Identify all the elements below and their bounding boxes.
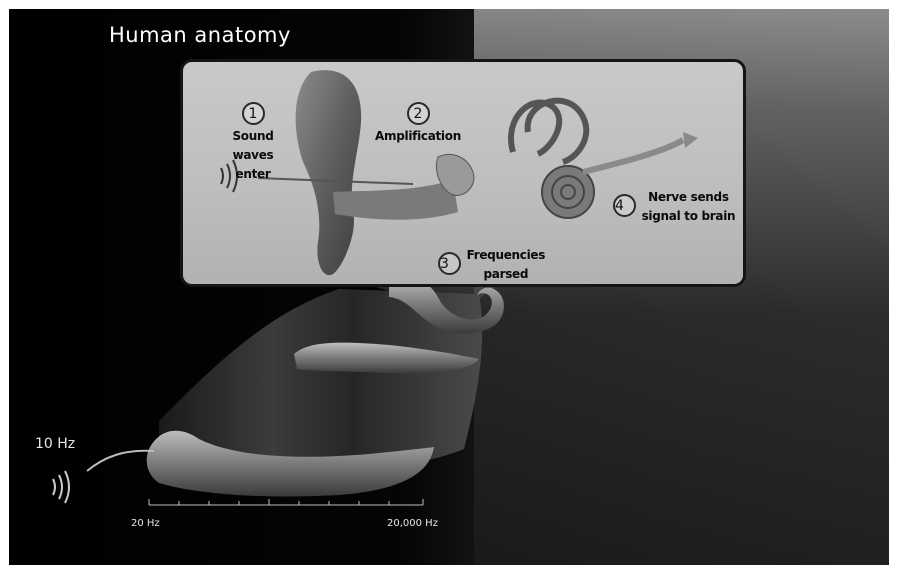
step-3-label-line1: Frequencies	[467, 248, 546, 262]
step-4-label-line2: signal to brain	[642, 209, 736, 223]
step-4-label-line1: Nerve sends	[648, 190, 729, 204]
step-3-label-line2: parsed	[483, 267, 528, 281]
step-2-label-line1: Amplification	[375, 129, 461, 143]
scale-min-label: 20 Hz	[131, 518, 160, 529]
auditory-nerve	[583, 140, 683, 172]
sound-wave-icon-bottom	[53, 471, 69, 503]
step-3-number: 3	[438, 252, 461, 275]
step-2-number: 2	[407, 102, 430, 125]
scale-max-label: 20,000 Hz	[387, 518, 438, 529]
step-1: 1 Sound waves enter	[213, 102, 293, 182]
step-3: 3 Frequencies parsed	[438, 244, 568, 282]
step-4: 4 Nerve sends signal to brain	[613, 186, 743, 224]
outer-ear	[296, 70, 362, 275]
nerve-arrow	[683, 132, 698, 148]
frequency-scale	[149, 499, 423, 505]
tone-line	[87, 451, 154, 471]
semicircular-canals	[511, 101, 586, 162]
input-tone-label: 10 Hz	[35, 436, 75, 452]
step-4-number: 4	[613, 194, 636, 217]
step-2: 2 Amplification	[368, 102, 468, 144]
diagram-frame: Human anatomy	[9, 9, 889, 565]
step-1-number: 1	[242, 102, 265, 125]
step-1-label-line2: enter	[236, 167, 271, 181]
step-1-label-line1: Sound waves	[232, 129, 273, 162]
page-title: Human anatomy	[109, 23, 291, 47]
anatomy-panel: 1 Sound waves enter 2 Amplification 3 Fr…	[180, 59, 746, 287]
